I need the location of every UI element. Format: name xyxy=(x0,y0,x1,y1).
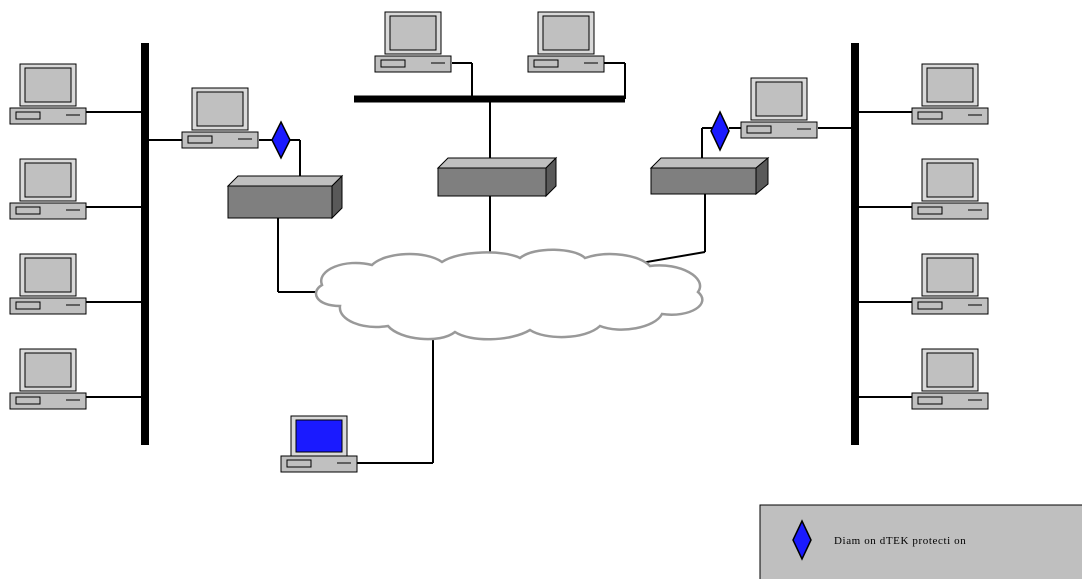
diamond-icon xyxy=(271,120,291,160)
remote-computer-icon xyxy=(280,415,358,473)
diamond-icon xyxy=(792,519,812,561)
computer-icon xyxy=(181,87,259,149)
computer-icon xyxy=(9,158,87,220)
computer-icon xyxy=(911,63,989,125)
router-icon xyxy=(226,174,344,220)
router-icon xyxy=(436,156,558,198)
computer-icon xyxy=(911,158,989,220)
right-connectors xyxy=(599,111,912,398)
legend-label: Diam on dTEK protecti on xyxy=(834,535,966,547)
legend: Diam on dTEK protecti on xyxy=(759,504,1082,579)
top-connectors xyxy=(452,62,626,256)
computer-icon xyxy=(9,348,87,410)
computer-icon xyxy=(9,253,87,315)
computer-icon xyxy=(911,253,989,315)
remote-connectors xyxy=(357,330,434,464)
computer-icon xyxy=(740,77,818,139)
computer-icon xyxy=(374,11,452,73)
computer-icon xyxy=(527,11,605,73)
computer-icon xyxy=(911,348,989,410)
left-connectors xyxy=(86,111,318,398)
router-icon xyxy=(649,156,770,196)
computer-icon xyxy=(9,63,87,125)
cloud-icon xyxy=(314,248,704,341)
diamond-icon xyxy=(710,110,730,152)
